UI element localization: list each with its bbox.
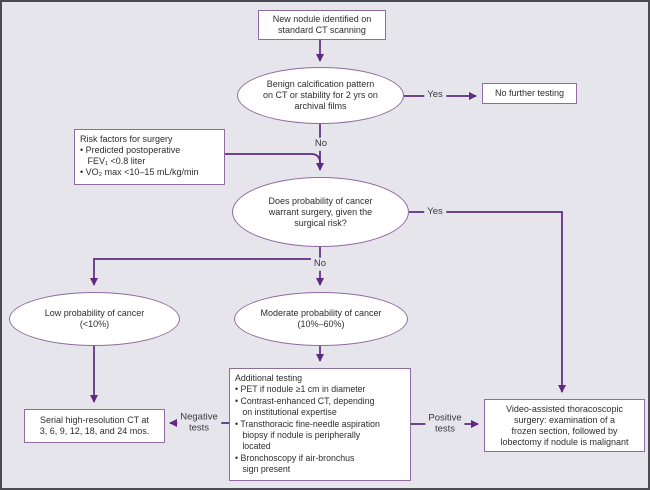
node-line: frozen section, followed by <box>511 425 618 436</box>
node-line: • PET if nodule ≥1 cm in diameter <box>235 384 366 395</box>
node-line: standard CT scanning <box>278 25 366 35</box>
arrow-no-to-low <box>90 258 320 286</box>
label-negative-tests: Negative tests <box>177 411 221 435</box>
node-line: • VO₂ max <10–15 mL/kg/min <box>80 167 199 177</box>
node-no-further-testing: No further testing <box>482 83 577 104</box>
node-risk-factors: Risk factors for surgery • Predicted pos… <box>74 129 225 185</box>
node-line: on CT or stability for 2 yrs on <box>263 90 378 100</box>
node-serial-ct: Serial high-resolution CT at 3, 6, 9, 12… <box>24 409 165 443</box>
node-line: • Bronchoscopy if air-bronchus <box>235 452 355 463</box>
label-no-benign: No <box>311 137 331 151</box>
line-risk-to-warrant <box>225 153 321 164</box>
label-yes-benign: Yes <box>424 88 446 102</box>
node-line: No further testing <box>494 88 565 98</box>
label-yes-warrant: Yes <box>424 205 446 219</box>
node-line: Risk factors for surgery <box>80 134 173 144</box>
node-line: on institutional expertise <box>235 407 337 418</box>
node-line: New nodule identified on <box>272 14 372 24</box>
node-line: biopsy if nodule is peripherally <box>235 430 361 441</box>
label-positive-tests: Positive tests <box>425 412 465 436</box>
node-line: (<10%) <box>79 319 110 329</box>
node-line: Video-assisted thoracoscopic <box>506 403 623 414</box>
node-line: Benign calcification pattern <box>266 79 375 89</box>
node-line: sign present <box>235 464 291 475</box>
node-line: warrant surgery, given the <box>268 206 373 217</box>
node-line: surgical risk? <box>294 217 347 228</box>
node-low-probability: Low probability of cancer (<10%) <box>9 292 180 346</box>
node-additional-testing: Additional testing • PET if nodule ≥1 cm… <box>229 368 411 481</box>
node-line: • Contrast-enhanced CT, depending <box>235 395 375 406</box>
node-line: • Predicted postoperative <box>80 145 181 155</box>
arrow-yes-to-video <box>409 211 566 393</box>
node-line: Does probability of cancer <box>268 195 373 206</box>
node-line: Serial high-resolution CT at <box>40 415 149 425</box>
node-line: FEV₁ <0.8 liter <box>80 156 146 166</box>
node-line: located <box>235 441 271 452</box>
node-line: Low probability of cancer <box>44 308 145 318</box>
node-line: surgery: examination of a <box>513 414 616 425</box>
label-no-warrant: No <box>310 257 330 271</box>
node-moderate-probability: Moderate probability of cancer (10%–60%) <box>234 292 408 346</box>
node-line: (10%–60%) <box>297 319 345 329</box>
node-video-assisted-surgery: Video-assisted thoracoscopic surgery: ex… <box>484 399 645 452</box>
node-line: Additional testing <box>235 373 302 383</box>
node-line: • Transthoracic fine-needle aspiration <box>235 418 380 429</box>
node-warrant-surgery: Does probability of cancer warrant surge… <box>232 177 409 247</box>
node-line: Moderate probability of cancer <box>260 308 382 318</box>
node-line: archival films <box>294 101 347 111</box>
node-line: 3, 6, 9, 12, 18, and 24 mos. <box>39 426 150 436</box>
node-line: lobectomy if nodule is malignant <box>500 436 629 447</box>
node-benign-calcification: Benign calcification pattern on CT or st… <box>237 67 404 124</box>
node-new-nodule: New nodule identified on standard CT sca… <box>258 10 386 40</box>
